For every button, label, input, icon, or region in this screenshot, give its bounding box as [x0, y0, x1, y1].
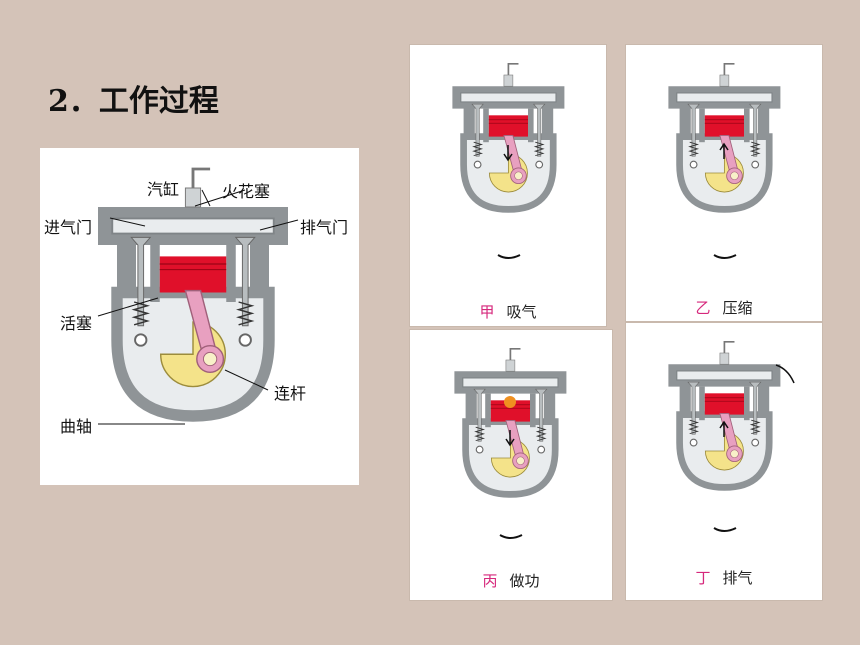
stroke-caption: 甲吸气 [410, 301, 606, 322]
engine-illustration [454, 349, 566, 495]
stroke-letter: 丁 [695, 569, 711, 587]
piston-down-arrow [505, 430, 515, 447]
label-crankshaft: 曲轴 [60, 417, 93, 436]
engine-labeled-diagram: 汽缸 火花塞 进气门 排气门 活塞 连杆 曲轴 [40, 148, 359, 485]
piston-down-arrow [503, 145, 513, 162]
label-connecting-rod: 连杆 [274, 384, 307, 403]
stroke-letter: 丙 [482, 572, 498, 590]
rotation-arrow [713, 254, 737, 259]
stroke-caption: 丁排气 [626, 567, 822, 588]
engine-illustration [98, 169, 288, 416]
engine-illustration [668, 342, 780, 488]
stroke-panel-intake: 甲吸气 [409, 44, 607, 327]
label-exhaust-valve: 排气门 [300, 218, 349, 237]
stroke-name: 吸气 [506, 303, 537, 321]
engine-illustration [452, 64, 564, 210]
stroke-panel-power: 丙做功 [409, 329, 613, 601]
stroke-name: 排气 [722, 569, 753, 587]
rotation-arrow [713, 527, 737, 532]
stroke-name: 做功 [509, 572, 540, 590]
rotation-arrow [497, 254, 521, 259]
label-piston: 活塞 [60, 314, 93, 333]
label-intake-valve: 进气门 [44, 218, 93, 237]
label-spark-plug: 火花塞 [222, 182, 271, 201]
stroke-caption: 丙做功 [410, 570, 612, 591]
spark-icon [504, 396, 516, 408]
exhaust-flow-arrow [775, 364, 795, 384]
stroke-panel-exhaust: 丁排气 [625, 322, 823, 601]
piston-up-arrow [719, 142, 729, 159]
label-cylinder: 汽缸 [147, 180, 180, 199]
page-title: 2．工作过程 [48, 84, 219, 119]
stroke-caption: 乙压缩 [626, 297, 822, 318]
rotation-arrow [499, 534, 523, 539]
stroke-letter: 甲 [479, 303, 495, 321]
stroke-letter: 乙 [695, 299, 711, 317]
piston-up-arrow [719, 420, 729, 437]
stroke-panel-compression: 乙压缩 [625, 44, 823, 322]
stroke-name: 压缩 [722, 299, 753, 317]
engine-illustration [668, 64, 780, 210]
